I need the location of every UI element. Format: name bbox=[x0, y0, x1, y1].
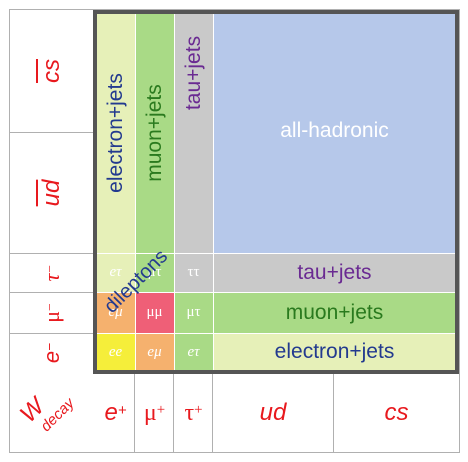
diagram-frame bbox=[93, 10, 459, 374]
all-hadronic-region: all-hadronic bbox=[213, 13, 456, 253]
grid-line bbox=[9, 292, 95, 293]
e-text: e− bbox=[39, 343, 65, 363]
row-label-e: e− bbox=[10, 334, 94, 372]
grid-line bbox=[173, 372, 174, 453]
minus-sup: − bbox=[42, 303, 58, 311]
cell-label: eτ bbox=[187, 343, 200, 360]
e-col-label: e bbox=[104, 399, 118, 426]
electron-jets-row: electron+jets bbox=[213, 333, 456, 371]
minus-sup: − bbox=[42, 342, 58, 351]
cell-label: eτ bbox=[109, 264, 122, 280]
grid-line bbox=[9, 9, 10, 453]
separator bbox=[213, 13, 214, 371]
separator bbox=[135, 13, 136, 371]
cell-e-tau-2: eτ bbox=[174, 333, 213, 371]
row-label-mu: μ− bbox=[10, 293, 94, 333]
row-label-cs: cs bbox=[10, 10, 94, 132]
e-plus: e+ bbox=[104, 399, 126, 427]
row-label-ud: ud bbox=[10, 133, 94, 253]
cell-label: ττ bbox=[187, 264, 200, 280]
electron-jets-row-label: electron+jets bbox=[274, 340, 395, 363]
grid-line bbox=[212, 372, 213, 453]
grid-line bbox=[9, 253, 95, 254]
cell-label: eμ bbox=[147, 343, 162, 360]
cell-e-mu-2: eμ bbox=[135, 333, 174, 371]
mu-label: μ bbox=[39, 310, 64, 323]
plus-sup: + bbox=[117, 402, 127, 419]
cs-label: cs bbox=[38, 59, 65, 83]
cell-e-tau: eτ bbox=[96, 253, 135, 292]
separator bbox=[96, 333, 456, 334]
col-label-e: e+ bbox=[96, 374, 135, 452]
ud-col-label: ud bbox=[259, 399, 287, 426]
mu-plus: μ+ bbox=[144, 400, 165, 427]
grid-line bbox=[9, 452, 460, 453]
all-hadronic-label: all-hadronic bbox=[280, 118, 389, 142]
muon-jets-row-label: muon+jets bbox=[285, 300, 384, 324]
tau-col-label: τ bbox=[184, 399, 195, 426]
cell-mu-tau-2: μτ bbox=[174, 292, 213, 333]
grid-line bbox=[9, 9, 460, 10]
cell-label: μτ bbox=[147, 264, 162, 280]
plus-sup: + bbox=[194, 402, 203, 419]
ud-text: ud bbox=[38, 180, 66, 207]
electron-jets-column: electron+jets bbox=[96, 13, 135, 253]
tau-jets-column: tau+jets bbox=[174, 13, 213, 253]
muon-jets-column: muon+jets bbox=[135, 13, 174, 253]
cell-e-mu: eμ bbox=[96, 292, 135, 333]
tau-text: τ− bbox=[39, 264, 65, 281]
tau-plus: τ+ bbox=[184, 400, 202, 427]
grid-line bbox=[9, 132, 95, 133]
cell-e-e: ee bbox=[96, 333, 135, 371]
minus-sup: − bbox=[42, 264, 58, 274]
grid-line bbox=[333, 372, 334, 453]
tau-label: τ bbox=[39, 273, 64, 282]
row-label-tau: τ− bbox=[10, 254, 94, 292]
cell-tau-tau: ττ bbox=[174, 253, 213, 292]
col-label-ud: ud bbox=[213, 374, 333, 452]
mu-text: μ− bbox=[39, 303, 65, 322]
cell-mu-mu: μμ bbox=[135, 292, 174, 333]
grid-line bbox=[134, 372, 135, 453]
e-label: e bbox=[39, 350, 64, 364]
mu-col-label: μ bbox=[143, 399, 157, 426]
muon-jets-row: muon+jets bbox=[213, 292, 456, 333]
separator bbox=[96, 292, 456, 293]
col-label-tau: τ+ bbox=[174, 374, 213, 452]
cell-label: ee bbox=[108, 343, 123, 360]
cs-col-label: cs bbox=[384, 399, 409, 426]
cell-label: μμ bbox=[146, 304, 163, 320]
tau-jets-row-label: tau+jets bbox=[297, 260, 372, 284]
separator bbox=[96, 253, 456, 254]
col-label-cs: cs bbox=[334, 374, 459, 452]
tau-jets-row: tau+jets bbox=[213, 253, 456, 292]
col-label-mu: μ+ bbox=[135, 374, 174, 452]
w-decay-label: W decay bbox=[10, 374, 94, 452]
cs-text: cs bbox=[38, 59, 66, 83]
ud-label: ud bbox=[38, 179, 65, 207]
cell-label: eμ bbox=[108, 304, 123, 320]
grid-line bbox=[459, 9, 460, 453]
plus-sup: + bbox=[156, 402, 166, 419]
separator bbox=[174, 13, 175, 371]
cell-mu-tau: μτ bbox=[135, 253, 174, 292]
grid-line bbox=[9, 333, 95, 334]
cell-label: μτ bbox=[186, 304, 201, 320]
w-decay-text: W decay bbox=[15, 378, 78, 440]
